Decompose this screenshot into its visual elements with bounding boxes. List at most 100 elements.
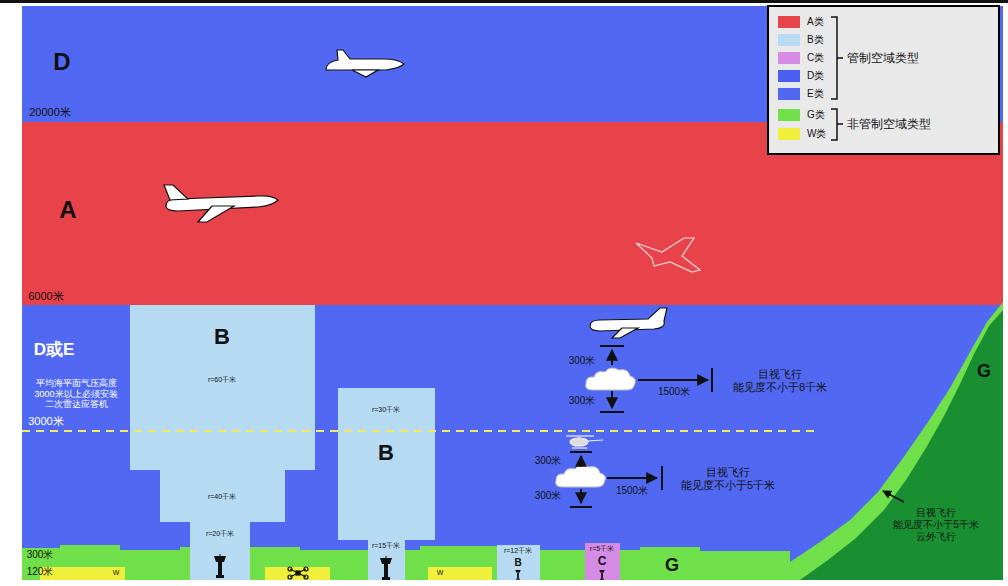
zone-label: r=30千米: [372, 406, 400, 414]
zone-label: W: [113, 569, 120, 577]
annotation: 目视飞行 能见度不小于5千米 云外飞行: [891, 507, 981, 543]
limit-bar: [600, 411, 624, 413]
text-holder: B: [378, 440, 394, 466]
text-holder: C: [598, 554, 607, 568]
legend-text: W类: [807, 128, 826, 140]
legend-swatch: [778, 109, 800, 121]
tower-base: [600, 578, 604, 579]
text-holder: D: [53, 48, 70, 77]
distance-arrow: [580, 489, 582, 503]
text-holder: r=30千米: [372, 406, 400, 414]
annotation: 300米: [569, 355, 596, 367]
text-holder: G: [665, 555, 679, 577]
shuttle-body: [326, 50, 404, 70]
annotation: 1500米: [616, 485, 648, 497]
helicopter-rotor: [566, 435, 594, 436]
text-holder: W: [113, 569, 120, 577]
zone-label: r=40千米: [208, 493, 236, 501]
text-holder: B类: [807, 34, 824, 46]
legend-text: B类: [807, 34, 824, 46]
zone-fill: [338, 388, 435, 580]
annotation: 3000米: [28, 415, 63, 428]
mountain-zone: G: [760, 302, 1003, 580]
text-holder: 平均海平面气压高度 3000米以上必须安装 二次雷达应答机: [26, 378, 126, 410]
text-holder: 6000米: [28, 290, 63, 303]
helicopter-tail: [588, 440, 603, 441]
legend-swatch: [778, 128, 800, 140]
bracket: [831, 109, 843, 140]
drone-rotor: [304, 575, 308, 579]
zone-label: C: [598, 554, 607, 568]
text-holder: 300米: [535, 490, 562, 502]
airliner-wing: [612, 328, 638, 338]
text-holder: 300米: [27, 549, 54, 561]
leader-arrow: [883, 491, 904, 502]
legend-swatch: [778, 34, 800, 46]
airliner-body: [166, 196, 278, 211]
control-tower: [214, 554, 226, 578]
class-b-zone: Br=60千米r=40千米r=20千米: [130, 305, 315, 580]
zone-label: B: [214, 324, 230, 350]
text-holder: D类: [807, 70, 824, 82]
text-holder: A: [59, 196, 76, 225]
annotation: 管制空域类型: [847, 51, 919, 65]
class-b-zone: r=12千米 B: [497, 545, 540, 580]
zone-fill: [800, 310, 1003, 580]
annotation: 300米: [569, 395, 596, 407]
zone-label: G: [665, 555, 679, 577]
text-holder: 目视飞行 能见度不小于5千米 云外飞行: [891, 507, 981, 543]
airliner-wing: [198, 206, 234, 222]
text-holder: B: [214, 324, 230, 350]
drone-rotor: [304, 567, 308, 571]
text-holder: 20000米: [29, 106, 71, 119]
w-zone: [265, 567, 330, 580]
text-holder: B: [514, 557, 521, 569]
legend-swatch: [778, 16, 800, 28]
text-holder: 300米: [535, 455, 562, 467]
legend-swatch: [778, 70, 800, 82]
drone-arm: [290, 569, 306, 577]
distance-arrow: [638, 379, 708, 381]
drone-body: [296, 571, 300, 575]
zone-shape: [338, 388, 435, 580]
airliner-body: [590, 308, 667, 331]
helicopter-mast: [578, 436, 579, 438]
text-holder: W: [437, 569, 444, 577]
text-holder: 120米: [27, 566, 54, 578]
airliner: [164, 185, 278, 222]
tower-shaft: [517, 573, 519, 579]
legend-brackets: [769, 7, 998, 153]
text-holder: 1500米: [616, 485, 648, 497]
tower-shaft: [384, 564, 388, 577]
zone-label: B: [378, 440, 394, 466]
zone-label: r=5千米: [590, 545, 614, 553]
text-holder: C类: [807, 52, 824, 64]
annotation: 300米: [535, 455, 562, 467]
distance-arrow: [611, 391, 613, 408]
airliner-tail: [164, 185, 188, 200]
distance-arrow: [611, 350, 613, 365]
legend-text: C类: [807, 52, 824, 64]
annotation: 非管制空域类型: [847, 117, 931, 131]
cloud: [586, 368, 636, 390]
text-holder: 目视飞行 能见度不小于8千米: [723, 368, 837, 394]
annotation: 目视飞行 能见度不小于8千米: [723, 368, 837, 394]
distance-arrow: [607, 477, 657, 479]
zone-label: D: [53, 48, 70, 77]
helicopter-skid: [572, 447, 587, 448]
text-holder: 目视飞行 能见度不小于5千米: [671, 466, 785, 492]
text-holder: r=20千米: [206, 530, 234, 538]
altitude-line: [22, 430, 820, 432]
helicopter: [566, 436, 603, 448]
legend-text: A类: [807, 16, 824, 28]
text-holder: r=12千米: [504, 547, 532, 555]
zone-fill: [22, 545, 790, 580]
zone-fill: [130, 305, 315, 580]
annotation: 300米: [535, 490, 562, 502]
helicopter-body: [570, 438, 588, 446]
drone-arm: [290, 569, 306, 577]
text-holder: D或E: [34, 340, 75, 360]
text-holder: 3000米: [28, 415, 63, 428]
tower-antenna: [386, 556, 387, 558]
